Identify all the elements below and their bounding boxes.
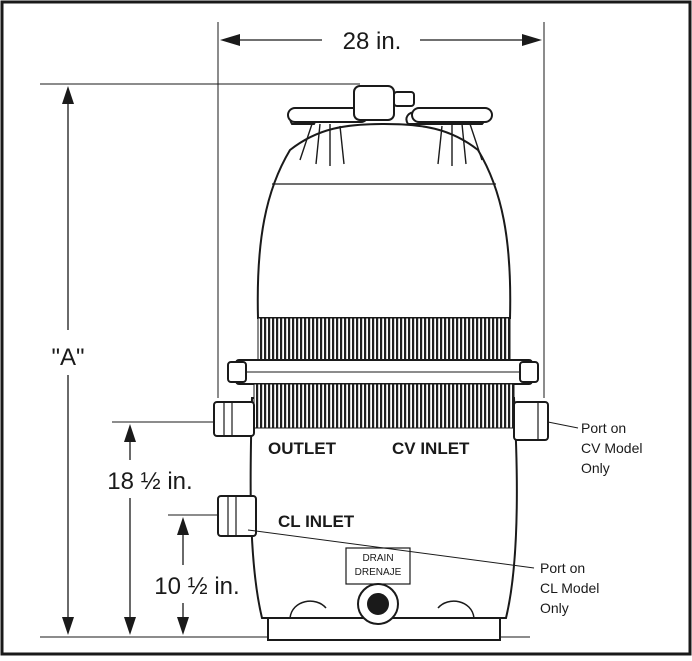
cl-port-note: Port on CL Model Only — [540, 560, 599, 616]
handle-bar-right — [411, 107, 493, 123]
outlet-height-label: 18 ½ in. — [107, 468, 192, 495]
width-dimension: 28 in. — [220, 28, 542, 55]
filter-illustration — [213, 85, 549, 641]
cv-inlet-port — [513, 401, 549, 441]
cv-leader-line — [547, 421, 579, 429]
lower-tank — [249, 397, 518, 619]
outlet-port — [213, 401, 255, 437]
cl-leader-line — [247, 529, 535, 569]
cl-note-line-2: CL Model — [540, 580, 599, 596]
cv-note-line-1: Port on — [581, 420, 626, 436]
width-label: 28 in. — [343, 28, 402, 55]
arrowhead-left — [220, 34, 240, 46]
cl-note-line-1: Port on — [540, 560, 585, 576]
outlet-height-dimension: 18 ½ in. — [107, 421, 215, 635]
drain-label: DRAIN — [362, 553, 393, 564]
air-relief-valve — [353, 85, 395, 121]
clamp-latch-left — [227, 361, 247, 383]
upper-dome — [256, 122, 512, 319]
cv-inlet-label: CV INLET — [392, 439, 470, 458]
cv-note-line-2: CV Model — [581, 440, 642, 456]
arrowhead-right — [522, 34, 542, 46]
drenaje-label: DRENAJE — [355, 567, 402, 578]
lower-rib-band — [253, 383, 515, 429]
valve-knob — [393, 91, 415, 107]
upper-rib-band — [257, 317, 511, 361]
cv-note-line-3: Only — [581, 460, 610, 476]
clamp-latch-right — [519, 361, 539, 383]
cl-inlet-height-label: 10 ½ in. — [154, 573, 239, 600]
cl-inlet-height-dimension: 10 ½ in. — [154, 514, 240, 635]
drain-label-box — [345, 547, 411, 585]
height-label: "A" — [51, 344, 84, 371]
outlet-label: OUTLET — [268, 439, 337, 458]
arrowhead-down — [62, 617, 74, 635]
cl-inlet-label: CL INLET — [278, 512, 355, 531]
cv-port-note: Port on CV Model Only — [581, 420, 642, 476]
cl-note-line-3: Only — [540, 600, 569, 616]
height-dimension: "A" — [51, 86, 85, 635]
arrowhead-up — [62, 86, 74, 104]
